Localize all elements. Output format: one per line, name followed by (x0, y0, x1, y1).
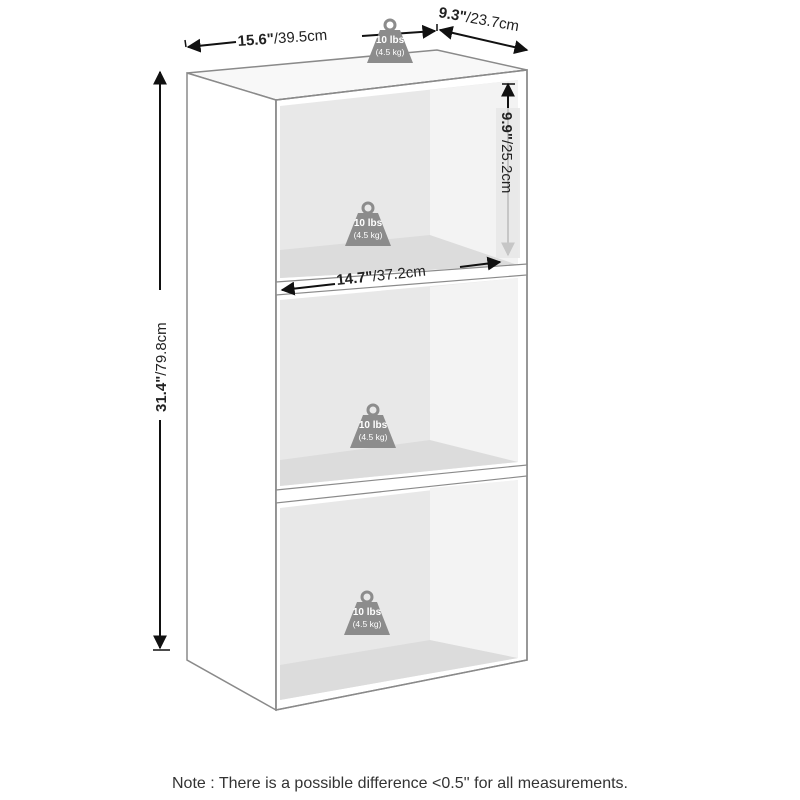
depth-dimension: 9.3"/23.7cm (437, 4, 529, 54)
weight-badge-shelf-2-line2: (4.5 kg) (359, 432, 388, 442)
bookcase (186, 49, 528, 712)
weight-badge-shelf-3: 10 lbs (4.5 kg) (342, 590, 392, 637)
depth-inches: 9.3" (437, 4, 467, 26)
weight-badge-shelf-1-line2: (4.5 kg) (354, 230, 383, 240)
weight-badge-shelf-2: 10 lbs (4.5 kg) (348, 403, 398, 450)
weight-badge-shelf-3-line1: 10 lbs (353, 607, 382, 618)
compartment-1-shelf (280, 235, 518, 278)
weight-badge-top-line1: 10 lbs (376, 35, 405, 46)
weight-badge-shelf-2-line1: 10 lbs (359, 420, 388, 431)
shelf-height-inches: 9.9" (498, 112, 515, 140)
front-frame-outline (275, 69, 528, 711)
height-cm: /79.8cm (153, 322, 170, 375)
shelf-width-inches: 14.7" (336, 268, 374, 289)
weight-badge-shelf-1: 10 lbs (4.5 kg) (343, 201, 393, 248)
weight-badge-shelf-1-line1: 10 lbs (354, 218, 383, 229)
shelf-height-cm: /25.2cm (498, 140, 515, 193)
height-inches: 31.4" (153, 376, 170, 412)
left-side-panel (186, 71, 277, 712)
width-cm: /39.5cm (273, 27, 327, 48)
compartment-3-right-wall (430, 480, 518, 658)
measurement-note: Note : There is a possible difference <0… (172, 775, 628, 792)
shelf-width-label: 14.7"/37.2cm (336, 263, 427, 289)
shelf-height-label: 9.9"/25.2cm (498, 112, 515, 193)
shelf-width-cm: /37.2cm (372, 263, 427, 285)
height-dimension: 31.4"/79.8cm (153, 70, 170, 651)
shelf-height-dimension: 9.9"/25.2cm (496, 82, 520, 258)
weight-badge-top: 10 lbs (4.5 kg) (365, 18, 415, 65)
height-label: 31.4"/79.8cm (153, 322, 170, 412)
compartment-3-shelf (280, 640, 518, 700)
width-inches: 15.6" (237, 30, 274, 49)
weight-badge-shelf-3-line2: (4.5 kg) (353, 619, 382, 629)
compartment-2-shelf (280, 440, 518, 486)
depth-label: 9.3"/23.7cm (437, 4, 520, 35)
depth-cm: /23.7cm (465, 9, 521, 35)
compartment-2-right-wall (430, 278, 518, 462)
weight-badge-top-line2: (4.5 kg) (376, 47, 405, 57)
shelf-width-dimension: 14.7"/37.2cm (280, 256, 502, 296)
width-label: 15.6"/39.5cm (237, 27, 328, 50)
